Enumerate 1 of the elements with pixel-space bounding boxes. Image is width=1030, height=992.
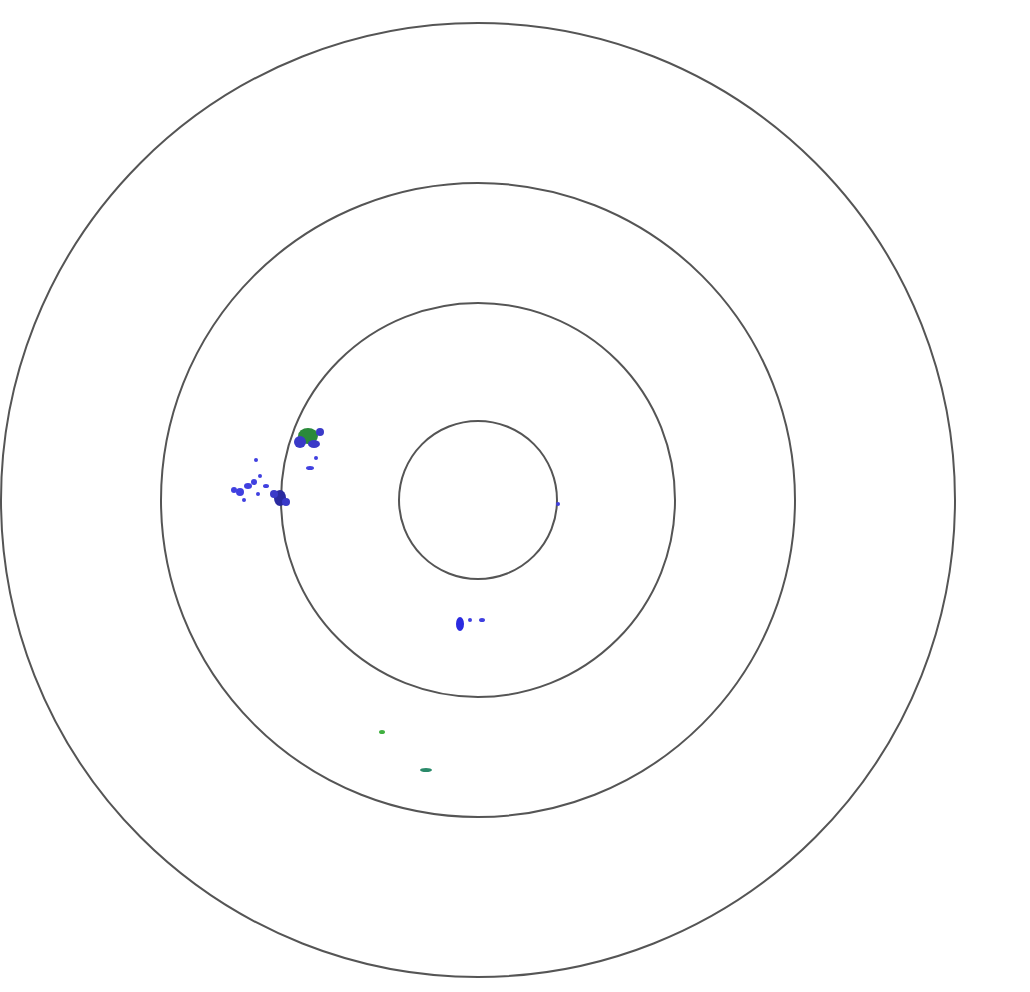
- range-ring: [398, 420, 558, 580]
